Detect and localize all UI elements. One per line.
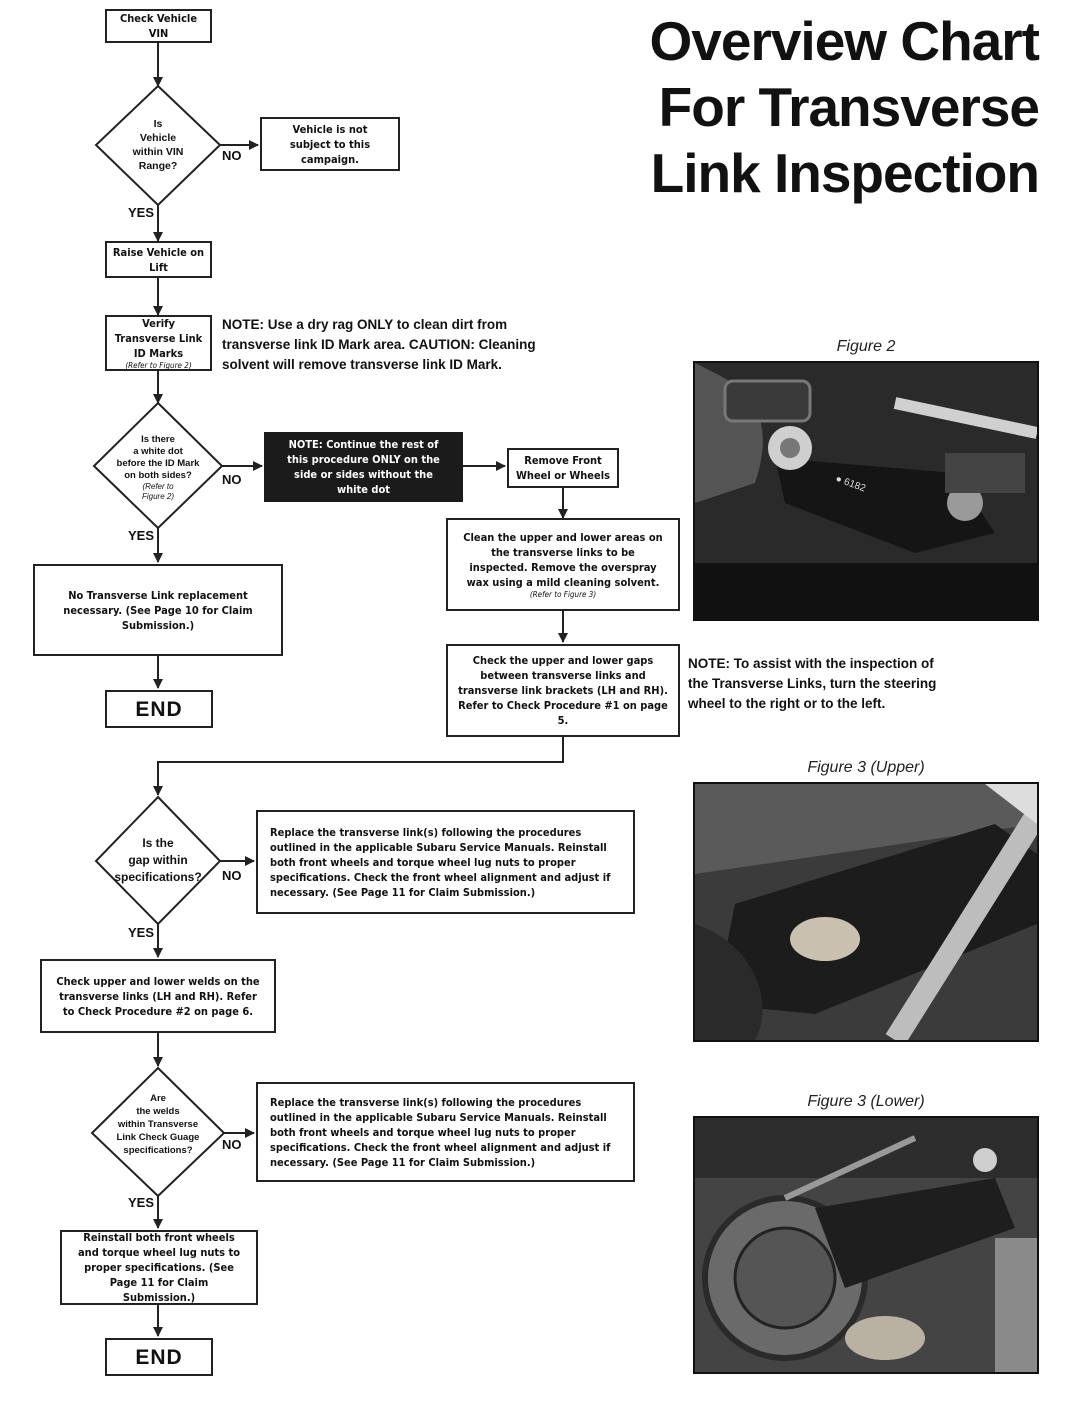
end-label-1: END: [135, 697, 183, 721]
arrow-gaps-to-d3: [153, 737, 564, 796]
d2-line4: on both sides?: [124, 470, 192, 481]
step-check-gaps-text: Check the upper and lower gaps between t…: [458, 654, 668, 727]
figure-3-lower-caption: Figure 3 (Lower): [807, 1093, 925, 1110]
d4-line3: within Transverse: [117, 1118, 199, 1130]
d3-line3: specifications?: [114, 869, 202, 884]
note-steering-wheel: NOTE: To assist with the inspection of t…: [688, 656, 937, 711]
d3-line2: gap within: [128, 852, 188, 867]
step-verify-ref: (Refer to Figure 2): [125, 360, 192, 370]
decision-diamond-welds: [90, 1066, 226, 1198]
step-check-welds: Check upper and lower welds on the trans…: [40, 959, 276, 1033]
note-continue-procedure: NOTE: Continue the rest of this procedur…: [264, 432, 463, 502]
step-not-subject-text: Vehicle is not subject to this campaign.: [289, 122, 371, 166]
page-title: Overview Chart For Transverse Link Inspe…: [519, 8, 1040, 206]
figure-3-lower-photo: [693, 1116, 1039, 1374]
step-clean-ref: (Refer to Figure 3): [529, 589, 597, 599]
step-reinstall-wheels: Reinstall both front wheels and torque w…: [60, 1230, 258, 1305]
end-label-2: END: [135, 1345, 183, 1369]
step-verify-id-marks: Verify Transverse Link ID Marks (Refer t…: [105, 315, 212, 371]
step-check-welds-text: Check upper and lower welds on the trans…: [56, 974, 260, 1018]
d4-yes-label: YES: [128, 1195, 155, 1210]
decision-diamond-vin: [94, 84, 222, 207]
decision-vin-text: Is Vehicle within VIN Range?: [116, 110, 200, 180]
d4-line2: the welds: [136, 1105, 180, 1117]
step-no-replacement: No Transverse Link replacement necessary…: [33, 564, 283, 656]
step-remove-wheels: Remove Front Wheel or Wheels: [507, 448, 619, 488]
step-replace-link-gap: Replace the transverse link(s) following…: [256, 810, 635, 914]
step-not-subject: Vehicle is not subject to this campaign.: [260, 117, 400, 171]
step-remove-wheels-text: Remove Front Wheel or Wheels: [515, 454, 611, 482]
step-verify-text: Verify Transverse Link ID Marks: [114, 316, 203, 360]
step-check-vin-text: Check Vehicle VIN: [119, 12, 198, 40]
d3-no-label: NO: [222, 868, 242, 883]
step-replace-link-gap-text: Replace the transverse link(s) following…: [270, 825, 611, 899]
d4-line1: Are: [150, 1092, 166, 1104]
title-line-3: Link Inspection: [650, 142, 1040, 204]
d2-yes-label: YES: [128, 528, 155, 543]
step-clean-areas: Clean the upper and lower areas on the t…: [446, 518, 680, 611]
figure-3-upper-caption: Figure 3 (Upper): [807, 759, 925, 776]
d1-line4: Range?: [138, 160, 178, 172]
step-replace-link-welds-text: Replace the transverse link(s) following…: [270, 1095, 611, 1169]
d4-line4: Link Check Guage: [116, 1131, 200, 1143]
d3-line1: Is the: [142, 835, 174, 850]
note-continue-text: NOTE: Continue the rest of this procedur…: [287, 438, 440, 496]
figure-2-photo: ● 6182: [693, 361, 1039, 621]
end-terminal-1: END: [105, 690, 213, 728]
decision-diamond-white-dot: [92, 401, 224, 530]
title-line-1: Overview Chart: [649, 10, 1040, 72]
d3-yes-label: YES: [128, 925, 155, 940]
figure-2-caption: Figure 2: [836, 338, 896, 355]
d1-no-label: NO: [222, 148, 242, 163]
step-check-gaps: Check the upper and lower gaps between t…: [446, 644, 680, 737]
title-line-2: For Transverse: [658, 76, 1040, 138]
d1-line3: within VIN: [132, 146, 184, 158]
step-replace-link-welds: Replace the transverse link(s) following…: [256, 1082, 635, 1182]
step-no-replacement-text: No Transverse Link replacement necessary…: [63, 588, 253, 632]
figure-3-lower-image: [695, 1118, 1037, 1372]
d2-no-label: NO: [222, 472, 242, 487]
d1-line1: Is: [153, 118, 163, 130]
figure-2-image: ● 6182: [695, 363, 1037, 619]
decision-diamond-gap: [94, 795, 222, 926]
d1-line2: Vehicle: [139, 132, 177, 144]
d2-line1: Is there: [141, 434, 175, 445]
decision-welds-text: Are the welds within Transverse Link Che…: [104, 1083, 212, 1165]
decision-gap-text: Is the gap within specifications?: [112, 830, 204, 890]
d1-yes-label: YES: [128, 205, 155, 220]
figure-3-upper-image: [695, 784, 1037, 1040]
step-raise-vehicle: Raise Vehicle on Lift: [105, 241, 212, 278]
d2-line2: a white dot: [133, 446, 183, 457]
d2-ref: (Refer to Figure 2): [141, 482, 174, 501]
step-raise-vehicle-text: Raise Vehicle on Lift: [112, 245, 205, 274]
d4-line5: specifications?: [123, 1144, 193, 1156]
note-dry-rag: NOTE: Use a dry rag ONLY to clean dirt f…: [222, 317, 536, 372]
step-reinstall-text: Reinstall both front wheels and torque w…: [77, 1231, 241, 1304]
step-clean-text: Clean the upper and lower areas on the t…: [463, 530, 663, 589]
end-terminal-2: END: [105, 1338, 213, 1376]
figure-3-upper-photo: [693, 782, 1039, 1042]
d4-no-label: NO: [222, 1137, 242, 1152]
d2-line3: before the ID Mark: [116, 458, 200, 469]
decision-white-dot-text: Is there a white dot before the ID Mark …: [110, 426, 206, 510]
step-check-vin: Check Vehicle VIN: [105, 9, 212, 43]
